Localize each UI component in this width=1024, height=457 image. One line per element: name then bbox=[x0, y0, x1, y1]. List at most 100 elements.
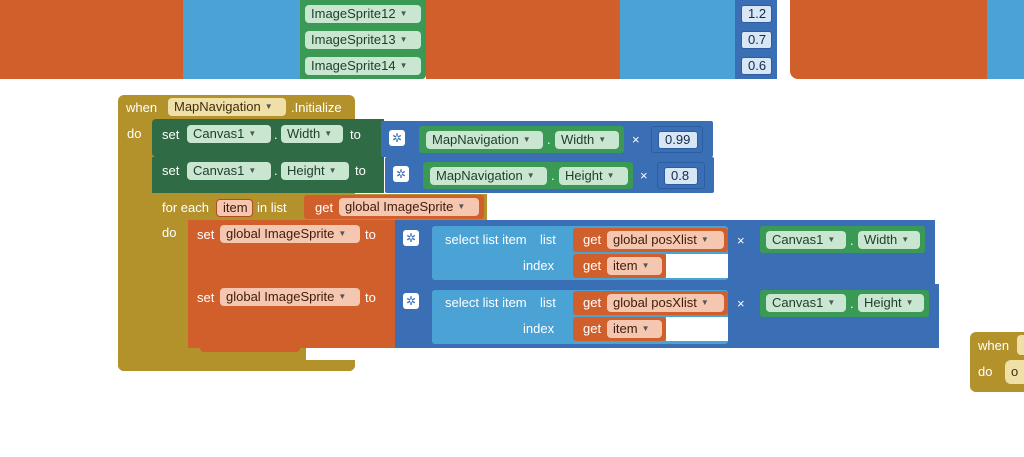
to-label: to bbox=[365, 227, 376, 242]
canvas1-dropdown[interactable]: Canvas1 ▼ bbox=[766, 231, 846, 249]
width-property-dropdown[interactable]: Width ▼ bbox=[281, 125, 343, 143]
chevron-down-icon: ▼ bbox=[700, 298, 709, 307]
canvas1-label: Canvas1 bbox=[193, 126, 245, 141]
get-label: get bbox=[583, 258, 602, 273]
canvas1-dropdown[interactable]: Canvas1 ▼ bbox=[766, 294, 846, 312]
chevron-down-icon: ▼ bbox=[264, 102, 273, 111]
gear-icon[interactable]: ✲ bbox=[393, 166, 409, 182]
multiply-symbol: × bbox=[737, 233, 745, 248]
top-lists-block-right[interactable] bbox=[987, 0, 1024, 79]
dot-label: . bbox=[850, 233, 854, 248]
number-field-1[interactable]: 1.2 bbox=[741, 5, 772, 23]
gear-icon[interactable]: ✲ bbox=[389, 130, 405, 146]
height-property-dropdown[interactable]: Height ▼ bbox=[281, 162, 349, 180]
canvas1-dropdown[interactable]: Canvas1 ▼ bbox=[187, 162, 271, 180]
to-label: to bbox=[365, 290, 376, 305]
chevron-down-icon: ▼ bbox=[606, 171, 615, 180]
set-label: set bbox=[197, 290, 215, 305]
chevron-down-icon: ▼ bbox=[905, 298, 914, 307]
when-label: when bbox=[978, 338, 1010, 353]
top-orange-block-left[interactable] bbox=[0, 0, 183, 79]
item-variable-field[interactable]: item bbox=[216, 199, 253, 217]
right-event-slot[interactable] bbox=[1017, 335, 1024, 355]
get-label: get bbox=[583, 295, 602, 310]
number-field-3[interactable]: 0.6 bbox=[741, 57, 772, 75]
target-global-imagesprite-dropdown[interactable]: global ImageSprite ▼ bbox=[220, 225, 360, 243]
when-label: when bbox=[126, 100, 158, 115]
factor-field-height[interactable]: 0.8 bbox=[664, 167, 698, 185]
source-height-dropdown[interactable]: Height ▼ bbox=[559, 167, 628, 185]
event-block-inner-gap bbox=[306, 348, 355, 361]
canvas-width-dropdown[interactable]: Width ▼ bbox=[858, 231, 920, 249]
multiply-symbol: × bbox=[632, 132, 640, 147]
top-orange-block-mid[interactable] bbox=[426, 0, 620, 79]
item-dropdown[interactable]: item ▼ bbox=[607, 257, 662, 275]
chevron-down-icon: ▼ bbox=[598, 135, 607, 144]
mapnavigation-dropdown[interactable]: MapNavigation ▼ bbox=[430, 167, 547, 185]
item-label: item bbox=[613, 321, 638, 336]
chevron-down-icon: ▼ bbox=[399, 9, 408, 18]
chevron-down-icon: ▼ bbox=[338, 292, 347, 301]
mapnavigation-label: MapNavigation bbox=[432, 132, 519, 147]
sprite-label-14: ImageSprite14 bbox=[311, 58, 396, 73]
list-label: list bbox=[540, 295, 556, 310]
canvas1-label: Canvas1 bbox=[772, 295, 824, 310]
sprite-dropdown-14[interactable]: ImageSprite14 ▼ bbox=[305, 57, 421, 75]
chevron-down-icon: ▼ bbox=[700, 235, 709, 244]
factor-field-width[interactable]: 0.99 bbox=[658, 131, 698, 149]
mapnavigation-dropdown[interactable]: MapNavigation ▼ bbox=[426, 131, 543, 149]
source-height-label: Height bbox=[565, 168, 603, 183]
to-label: to bbox=[350, 127, 361, 142]
chevron-down-icon: ▼ bbox=[526, 171, 535, 180]
dot-label: . bbox=[274, 163, 278, 178]
chevron-down-icon: ▼ bbox=[248, 129, 257, 138]
for-each-label: for each bbox=[162, 200, 209, 215]
top-orange-block-right[interactable] bbox=[790, 0, 987, 79]
right-do-slot[interactable]: o bbox=[1005, 360, 1024, 384]
sprite-dropdown-13[interactable]: ImageSprite13 ▼ bbox=[305, 31, 421, 49]
chevron-down-icon: ▼ bbox=[522, 135, 531, 144]
select-list-item-label: select list item bbox=[445, 295, 527, 310]
canvas1-dropdown[interactable]: Canvas1 ▼ bbox=[187, 125, 271, 143]
canvas-height-dropdown[interactable]: Height ▼ bbox=[858, 294, 924, 312]
posxlist-dropdown[interactable]: global posXlist ▼ bbox=[607, 294, 724, 312]
set-block-2-tail bbox=[200, 344, 300, 352]
target-global-imagesprite-dropdown[interactable]: global ImageSprite ▼ bbox=[220, 288, 360, 306]
top-lists-block-mid[interactable] bbox=[620, 0, 740, 79]
index-label: index bbox=[523, 258, 555, 273]
dot-label: . bbox=[551, 168, 555, 183]
item-variable-label: item bbox=[223, 200, 248, 215]
chevron-down-icon: ▼ bbox=[324, 129, 333, 138]
chevron-down-icon: ▼ bbox=[399, 35, 408, 44]
chevron-down-icon: ▼ bbox=[641, 261, 650, 270]
do-label: do bbox=[127, 126, 142, 141]
chevron-down-icon: ▼ bbox=[827, 298, 836, 307]
number-field-2[interactable]: 0.7 bbox=[741, 31, 772, 49]
chevron-down-icon: ▼ bbox=[338, 229, 347, 238]
chevron-down-icon: ▼ bbox=[827, 235, 836, 244]
canvas1-label: Canvas1 bbox=[772, 232, 824, 247]
select-list-item-label: select list item bbox=[445, 232, 527, 247]
chevron-down-icon: ▼ bbox=[399, 61, 408, 70]
global-imagesprite-dropdown[interactable]: global ImageSprite ▼ bbox=[339, 198, 479, 216]
item-label: item bbox=[613, 258, 638, 273]
item-dropdown[interactable]: item ▼ bbox=[607, 320, 662, 338]
sprite-dropdown-12[interactable]: ImageSprite12 ▼ bbox=[305, 5, 421, 23]
sprite-label-13: ImageSprite13 bbox=[311, 32, 396, 47]
list-label: list bbox=[540, 232, 556, 247]
global-imagesprite-label: global ImageSprite bbox=[345, 199, 454, 214]
target-label: global ImageSprite bbox=[226, 289, 335, 304]
set-label: set bbox=[197, 227, 215, 242]
do-label: do bbox=[978, 364, 993, 379]
get-label: get bbox=[315, 200, 334, 215]
chevron-down-icon: ▼ bbox=[248, 166, 257, 175]
top-lists-block[interactable] bbox=[183, 0, 303, 79]
posxlist-dropdown[interactable]: global posXlist ▼ bbox=[607, 231, 724, 249]
canvas1-label: Canvas1 bbox=[193, 163, 245, 178]
posxlist-label: global posXlist bbox=[613, 232, 697, 247]
source-width-dropdown[interactable]: Width ▼ bbox=[555, 131, 619, 149]
dot-label: . bbox=[274, 127, 278, 142]
event-component-dropdown[interactable]: MapNavigation ▼ bbox=[168, 98, 286, 116]
gear-icon[interactable]: ✲ bbox=[403, 293, 419, 309]
gear-icon[interactable]: ✲ bbox=[403, 230, 419, 246]
